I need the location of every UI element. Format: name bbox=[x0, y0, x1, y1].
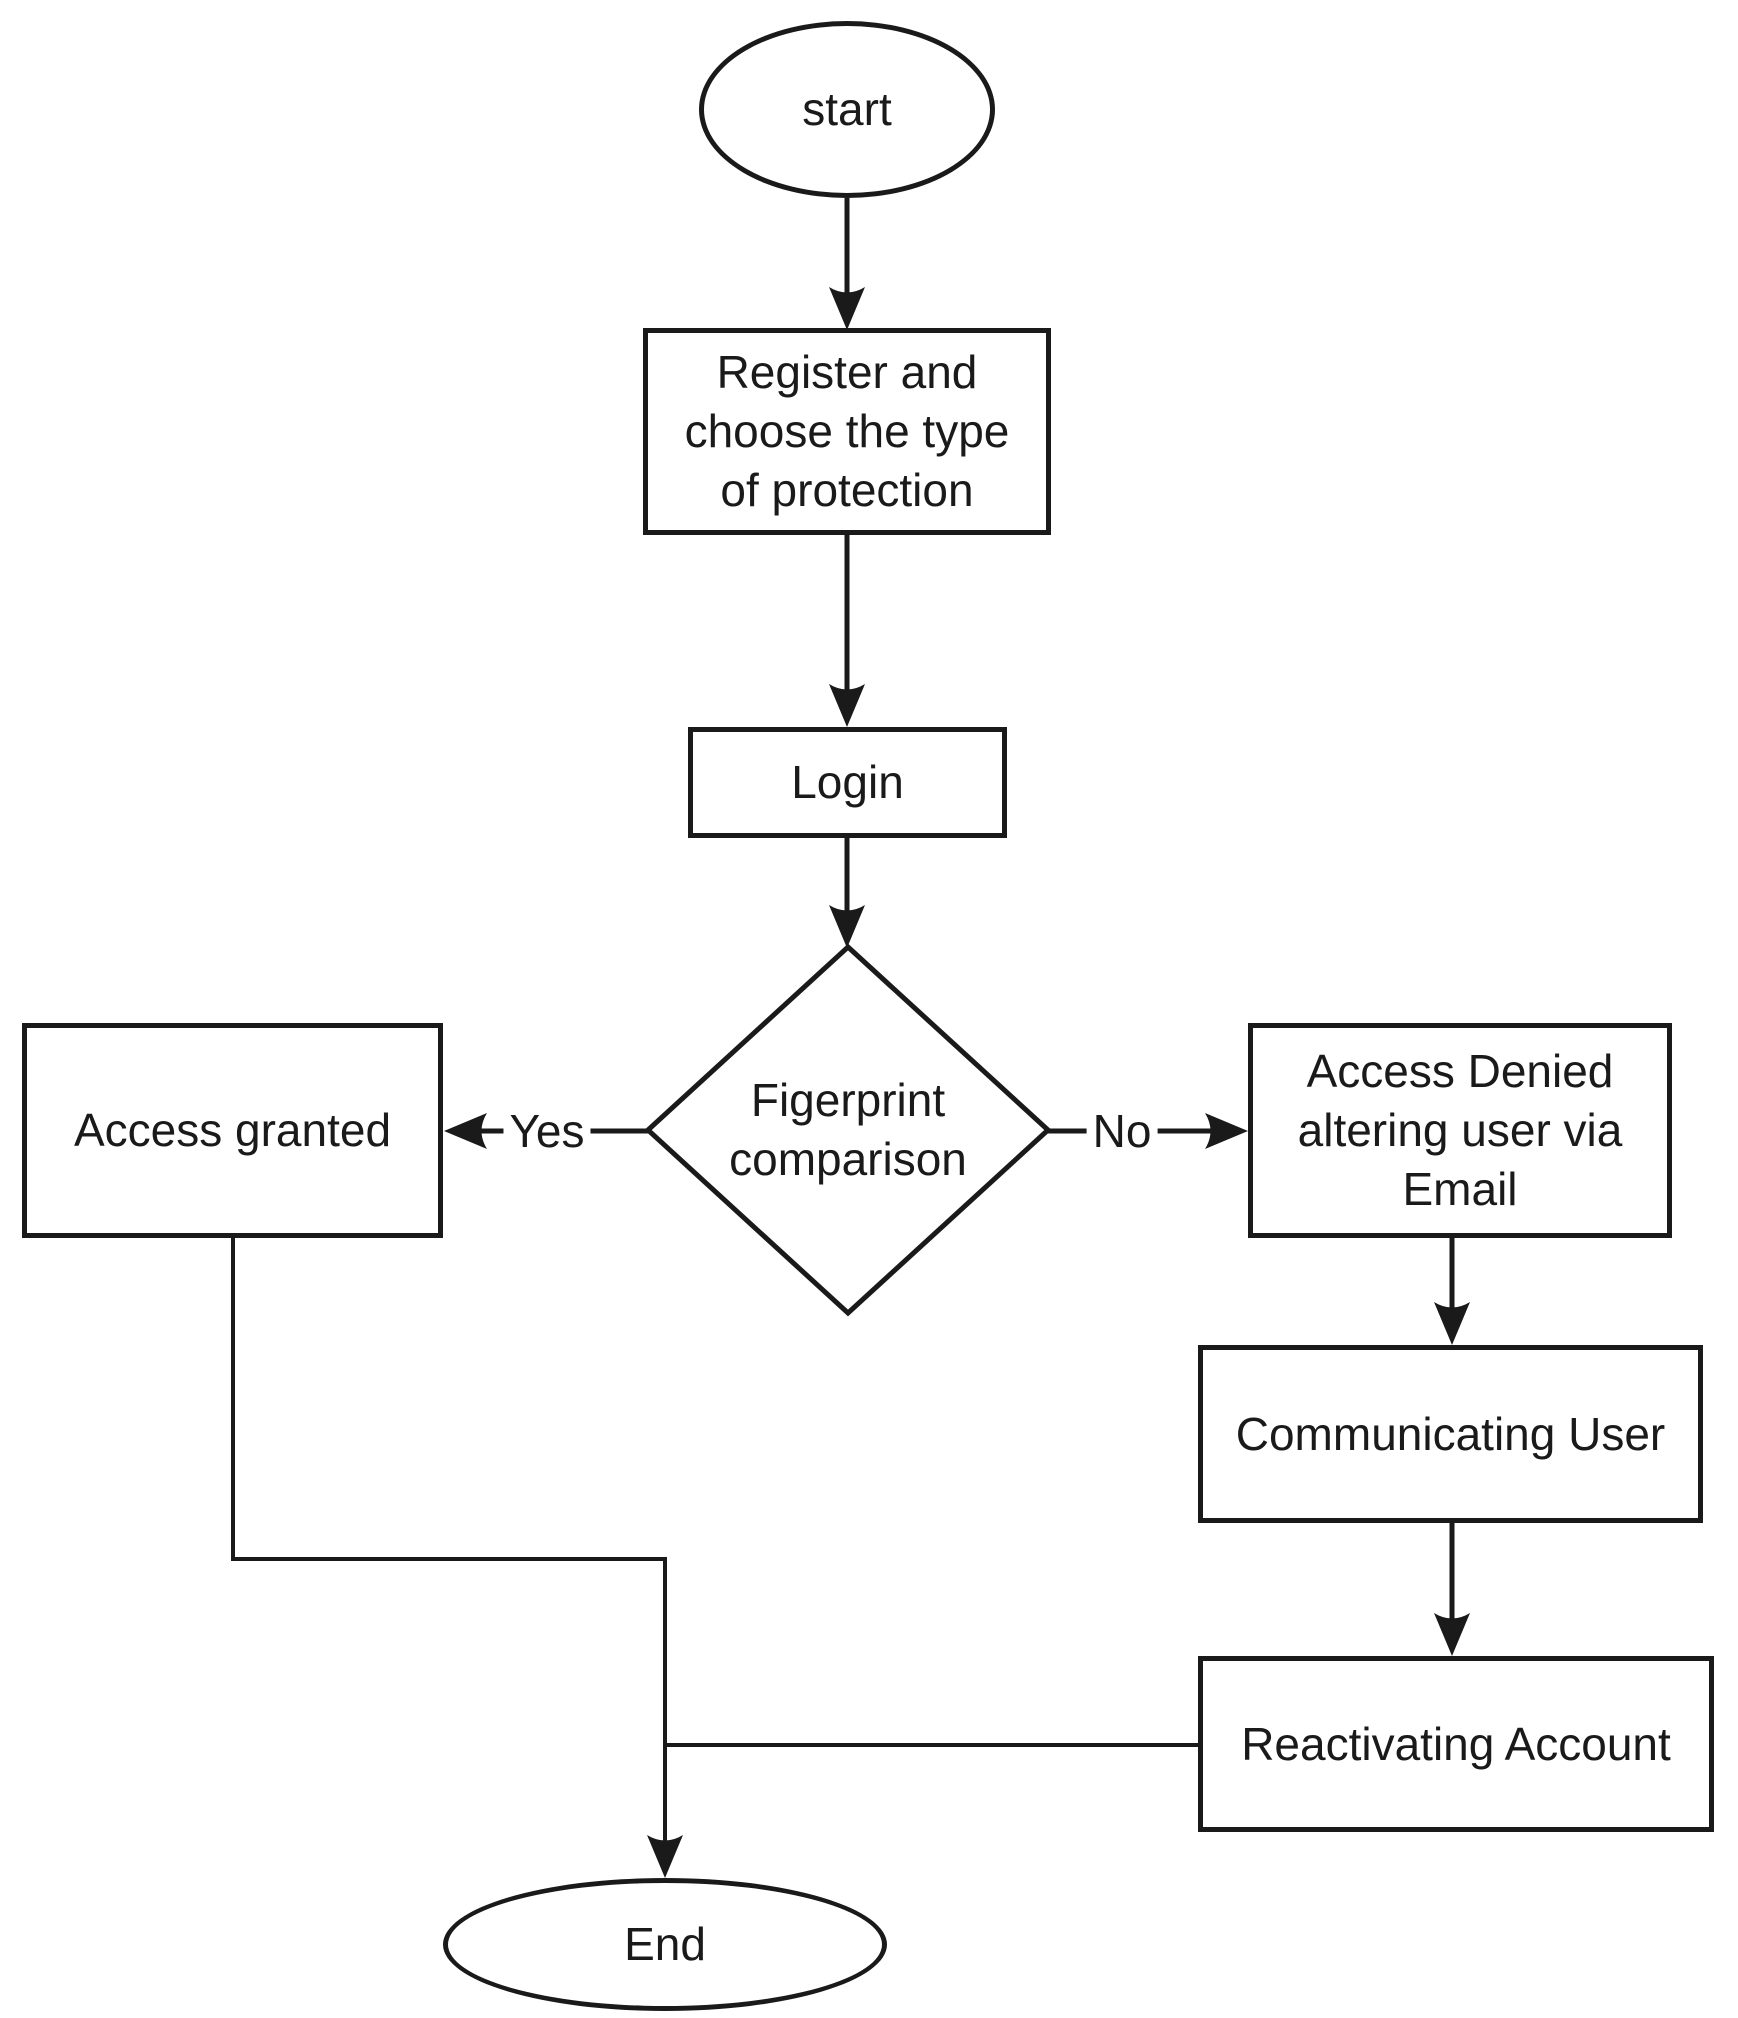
node-end: End bbox=[443, 1878, 887, 2011]
edge-granted-end bbox=[231, 1238, 667, 1868]
node-login-label: Login bbox=[791, 756, 904, 809]
node-decision-line: Figerprint bbox=[750, 1074, 946, 1127]
node-access-denied-line: Email bbox=[1402, 1162, 1518, 1215]
node-decision: Figerprint comparison bbox=[648, 947, 1048, 1313]
node-access-denied-line: Access Denied bbox=[1306, 1045, 1614, 1098]
arrowhead-yes-icon bbox=[444, 1113, 487, 1149]
arrowhead-login-decision-icon bbox=[829, 905, 865, 948]
node-reactivating-account-label: Reactivating Account bbox=[1241, 1717, 1671, 1770]
arrowhead-start-register-icon bbox=[829, 287, 865, 330]
node-reactivating-account: Reactivating Account bbox=[1198, 1656, 1714, 1832]
node-login: Login bbox=[688, 727, 1007, 838]
node-access-denied-line: altering user via bbox=[1297, 1104, 1623, 1157]
node-communicating-user-label: Communicating User bbox=[1235, 1407, 1666, 1460]
arrowhead-end-icon bbox=[647, 1835, 683, 1878]
node-access-granted: Access granted bbox=[22, 1023, 443, 1238]
node-register-line: of protection bbox=[720, 463, 974, 516]
node-register: Register and choose the type of protecti… bbox=[643, 328, 1051, 535]
node-register-line: choose the type bbox=[684, 405, 1010, 458]
node-register-line: Register and bbox=[716, 346, 978, 399]
arrowhead-no-icon bbox=[1205, 1113, 1248, 1149]
node-decision-line: comparison bbox=[729, 1133, 967, 1185]
arrowhead-register-login-icon bbox=[829, 684, 865, 727]
node-communicating-user: Communicating User bbox=[1198, 1345, 1703, 1523]
decision-diamond-shape bbox=[644, 943, 1052, 1317]
node-start-label: start bbox=[802, 83, 892, 136]
no-edge-label: No bbox=[1086, 1104, 1158, 1158]
node-access-denied: Access Denied altering user via Email bbox=[1248, 1023, 1672, 1238]
arrowhead-denied-communicating-icon bbox=[1434, 1302, 1470, 1345]
node-end-label: End bbox=[624, 1918, 706, 1971]
arrowhead-communicating-reactivating-icon bbox=[1434, 1613, 1470, 1656]
yes-edge-label: Yes bbox=[503, 1104, 591, 1158]
node-access-granted-label: Access granted bbox=[73, 1104, 392, 1157]
node-start: start bbox=[699, 21, 995, 198]
